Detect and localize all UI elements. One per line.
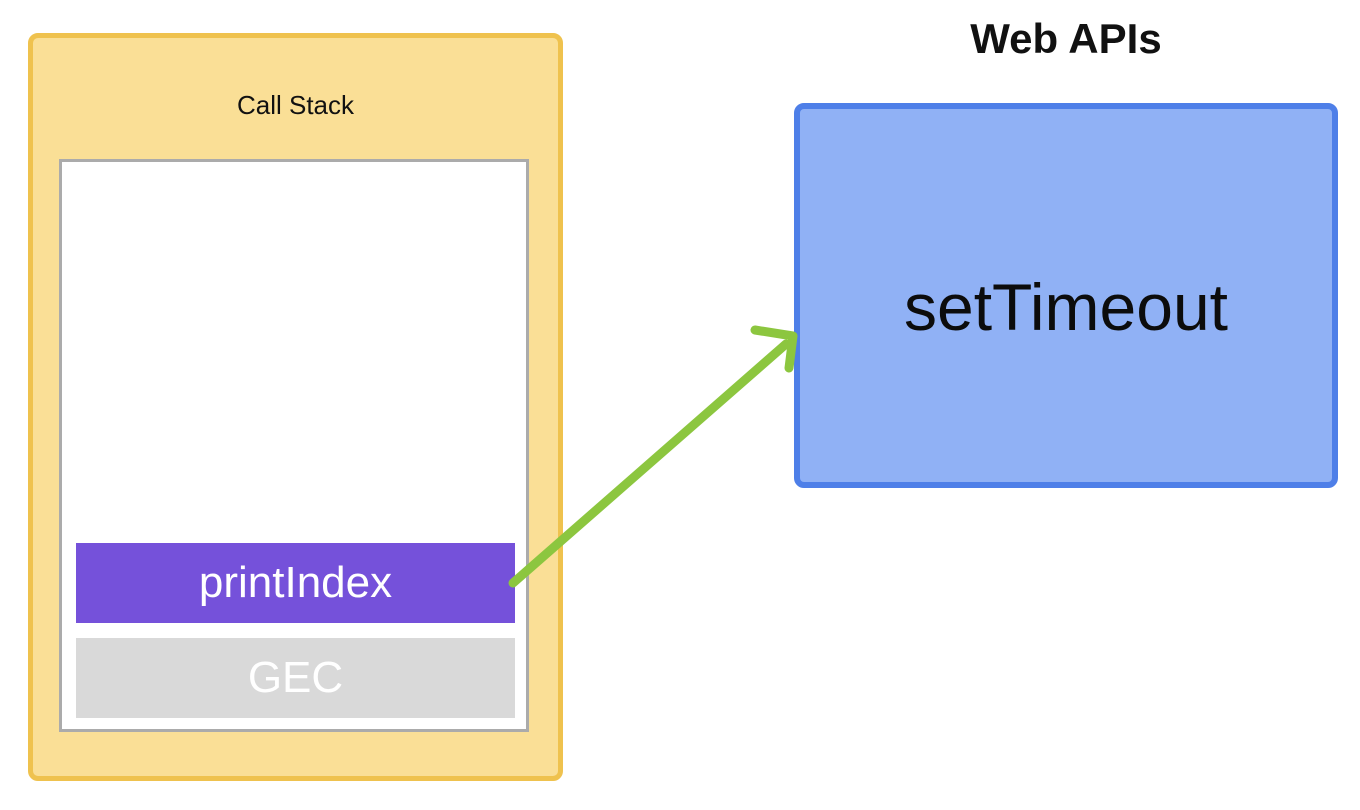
stack-frame-gec-label: GEC	[247, 653, 344, 702]
stack-frame-gec: GEC	[76, 638, 515, 718]
stack-frame-printindex: printIndex	[76, 543, 515, 623]
call-stack-inner-area	[59, 159, 529, 732]
web-apis-title: Web APIs	[970, 15, 1162, 62]
call-stack-title: Call Stack	[236, 90, 355, 120]
settimeout-label: setTimeout	[903, 269, 1228, 344]
arrow-head-icon	[750, 325, 798, 373]
stack-frame-printindex-label: printIndex	[198, 558, 393, 607]
web-apis-box: setTimeout	[794, 103, 1338, 488]
